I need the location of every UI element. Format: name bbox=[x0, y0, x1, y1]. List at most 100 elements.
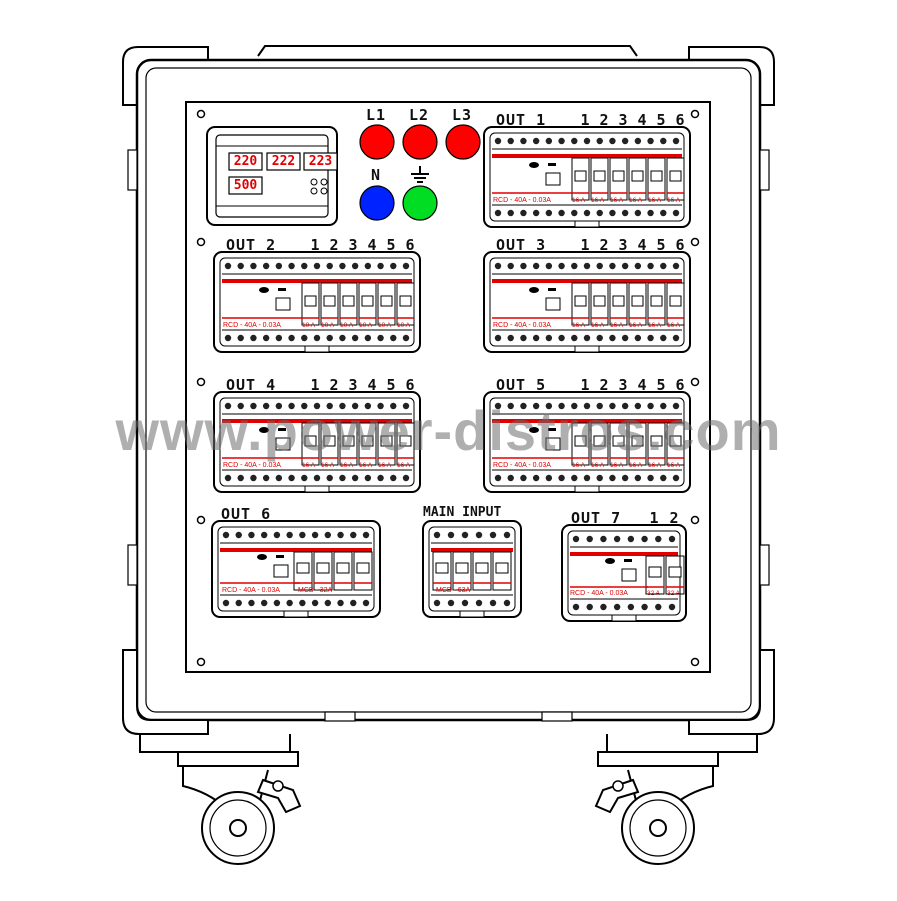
latch-right-top bbox=[759, 149, 770, 191]
out-4-circuit-6: 6 bbox=[405, 376, 415, 394]
label-out-2: OUT 2 bbox=[226, 236, 277, 254]
out-3-circuit-5: 5 bbox=[656, 236, 666, 254]
out-1-rcd-label: RCD - 40A - 0.03A bbox=[493, 197, 551, 204]
out-3-mcb-3: 16 A bbox=[610, 322, 624, 329]
corner-cap-bottom-right bbox=[688, 649, 775, 735]
watermark: www.power-distros.com bbox=[115, 399, 782, 462]
out-1-circuit-3: 3 bbox=[618, 111, 628, 129]
out-4-circuit-5: 5 bbox=[386, 376, 396, 394]
out-1-circuit-4: 4 bbox=[637, 111, 647, 129]
out-4-mcb-5: 16 A bbox=[378, 462, 392, 469]
breaker-boxes bbox=[211, 126, 691, 622]
out-5-mcb-5: 16 A bbox=[648, 462, 662, 469]
label-l3: L3 bbox=[452, 106, 473, 124]
label-out-5: OUT 5 bbox=[496, 376, 547, 394]
out-4-mcb-2: 16 A bbox=[321, 462, 335, 469]
out-5-circuit-4: 4 bbox=[637, 376, 647, 394]
lamp-l1 bbox=[359, 124, 395, 160]
label-l2: L2 bbox=[409, 106, 430, 124]
screw-1 bbox=[690, 109, 700, 119]
label-out-7: OUT 7 bbox=[571, 509, 622, 527]
out-5-circuit-1: 1 bbox=[580, 376, 590, 394]
out-1-circuit-5: 5 bbox=[656, 111, 666, 129]
out-1-mcb-5: 16 A bbox=[648, 197, 662, 204]
out-7-circuit-2: 2 bbox=[669, 509, 679, 527]
out-1-mcb-3: 16 A bbox=[610, 197, 624, 204]
out-3-circuit-1: 1 bbox=[580, 236, 590, 254]
label-out-1: OUT 1 bbox=[496, 111, 547, 129]
screw-8 bbox=[196, 657, 206, 667]
out-3-mcb-6: 16 A bbox=[667, 322, 681, 329]
out-7-mcb-1: 32 A bbox=[647, 590, 661, 597]
label-main-input: MAIN INPUT bbox=[423, 505, 502, 520]
label-out-3: OUT 3 bbox=[496, 236, 547, 254]
out-4-rcd-label: RCD - 40A - 0.03A bbox=[223, 462, 281, 469]
out-5-mcb-3: 16 A bbox=[610, 462, 624, 469]
out-3-circuit-6: 6 bbox=[675, 236, 685, 254]
screw-5 bbox=[690, 377, 700, 387]
out-4-circuit-4: 4 bbox=[367, 376, 377, 394]
out-2-circuit-2: 2 bbox=[329, 236, 339, 254]
out-3-circuit-3: 3 bbox=[618, 236, 628, 254]
out-3-mcb-2: 16 A bbox=[591, 322, 605, 329]
lamp-earth bbox=[402, 185, 438, 221]
out-3-mcb-4: 16 A bbox=[629, 322, 643, 329]
out-4-circuit-3: 3 bbox=[348, 376, 358, 394]
lamp-l3 bbox=[445, 124, 481, 160]
out-3-circuit-2: 2 bbox=[599, 236, 609, 254]
out-5-circuit-5: 5 bbox=[656, 376, 666, 394]
screw-6 bbox=[196, 515, 206, 525]
out-6-mcb-label: MCB - 32A bbox=[298, 587, 333, 594]
out-2-circuit-3: 3 bbox=[348, 236, 358, 254]
out-1-circuit-2: 2 bbox=[599, 111, 609, 129]
bottom-rail-right bbox=[606, 734, 758, 753]
main-input-mcb-label: MCB - 63A bbox=[436, 587, 471, 594]
panel-screws bbox=[196, 109, 700, 667]
out-4-circuit-1: 1 bbox=[310, 376, 320, 394]
out-2-mcb-6: 10 A bbox=[397, 322, 411, 329]
out-2-circuit-6: 6 bbox=[405, 236, 415, 254]
out-3-mcb-1: 16 A bbox=[572, 322, 586, 329]
label-l1: L1 bbox=[366, 106, 387, 124]
earth-icon bbox=[411, 166, 429, 183]
out-5-mcb-6: 16 A bbox=[667, 462, 681, 469]
out-5-rcd-label: RCD - 40A - 0.03A bbox=[493, 462, 551, 469]
out-1-mcb-4: 16 A bbox=[629, 197, 643, 204]
breaker-box-out-2 bbox=[213, 251, 421, 353]
out-2-mcb-3: 10 A bbox=[340, 322, 354, 329]
screw-0 bbox=[196, 109, 206, 119]
out-4-mcb-4: 16 A bbox=[359, 462, 373, 469]
top-handle bbox=[257, 45, 638, 57]
lamp-neutral bbox=[359, 185, 395, 221]
screw-9 bbox=[690, 657, 700, 667]
out-4-mcb-3: 16 A bbox=[340, 462, 354, 469]
out-1-mcb-2: 16 A bbox=[591, 197, 605, 204]
out-1-circuit-6: 6 bbox=[675, 111, 685, 129]
breaker-box-out-3 bbox=[483, 251, 691, 353]
voltmeter-module bbox=[206, 126, 338, 226]
out-7-circuit-1: 1 bbox=[649, 509, 659, 527]
breaker-box-out-5 bbox=[483, 391, 691, 493]
out-3-rcd-label: RCD - 40A - 0.03A bbox=[493, 322, 551, 329]
out-2-circuit-5: 5 bbox=[386, 236, 396, 254]
out-5-circuit-3: 3 bbox=[618, 376, 628, 394]
out-2-mcb-5: 10 A bbox=[378, 322, 392, 329]
out-2-rcd-label: RCD - 40A - 0.03A bbox=[223, 322, 281, 329]
out-2-mcb-1: 10 A bbox=[302, 322, 316, 329]
breaker-box-out-7 bbox=[561, 524, 687, 622]
label-neutral: N bbox=[371, 166, 382, 184]
out-2-mcb-4: 10 A bbox=[359, 322, 373, 329]
case-inner-frame bbox=[145, 67, 752, 713]
out-5-mcb-2: 16 A bbox=[591, 462, 605, 469]
bottom-notch-left bbox=[324, 711, 356, 722]
screw-7 bbox=[690, 515, 700, 525]
latch-left-top bbox=[127, 149, 138, 191]
out-1-circuit-1: 1 bbox=[580, 111, 590, 129]
meter-current: 500 bbox=[233, 178, 258, 193]
meter-voltage-l1: 220 bbox=[233, 154, 258, 169]
screw-2 bbox=[196, 237, 206, 247]
out-7-mcb-2: 32 A bbox=[667, 590, 681, 597]
bottom-rail-left bbox=[139, 734, 291, 753]
